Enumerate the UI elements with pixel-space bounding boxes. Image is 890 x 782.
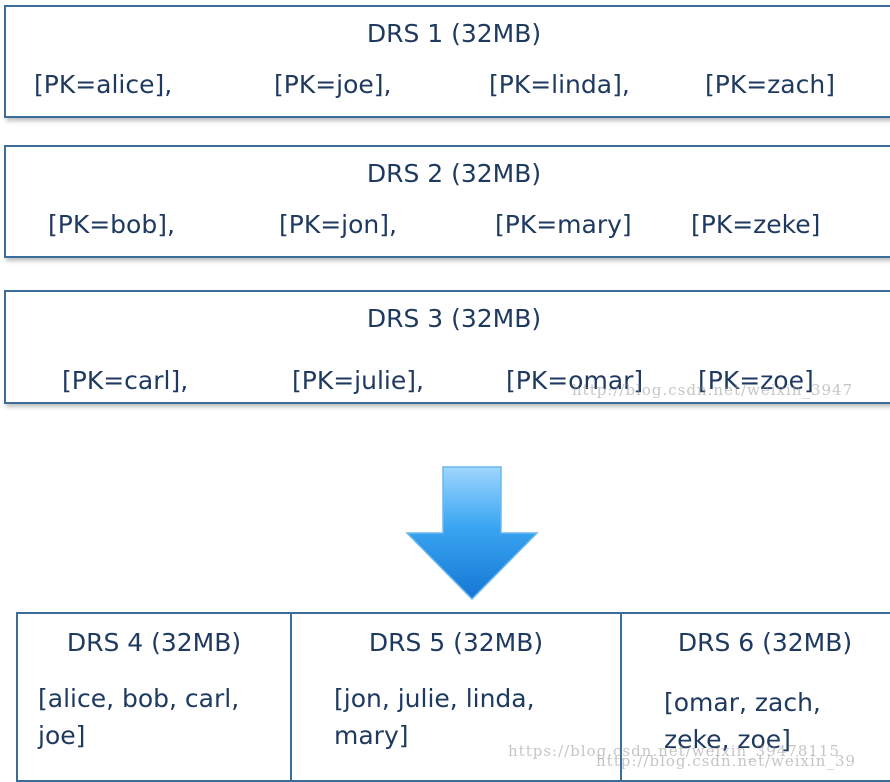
drs-box-2: DRS 2 (32MB) [PK=bob], [PK=jon], [PK=mar…	[4, 145, 890, 258]
pk-label: [PK=alice],	[34, 70, 173, 99]
pk-label: [PK=zoe]	[698, 366, 814, 395]
drs-contents: [alice, bob, carl, joe]	[38, 684, 240, 750]
pk-label: [PK=mary]	[495, 210, 632, 239]
drs-box-4: DRS 4 (32MB) [alice, bob, carl, joe]	[16, 612, 292, 782]
drs-title: DRS 4 (32MB)	[66, 628, 242, 657]
pk-label: [PK=zach]	[705, 70, 835, 99]
pk-label: [PK=linda],	[489, 70, 630, 99]
watermark: https://blog.csdn.net/weixin_39478115	[508, 742, 841, 760]
pk-label: [PK=joe],	[274, 70, 392, 99]
drs-title: DRS 5 (32MB)	[368, 628, 544, 657]
drs-title: DRS 2 (32MB)	[366, 159, 542, 188]
drs-title: DRS 6 (32MB)	[677, 628, 853, 657]
pk-label: [PK=omar]	[506, 366, 644, 395]
down-arrow-icon	[405, 466, 539, 601]
drs-contents: [omar, zach, zeke, zoe]	[664, 688, 821, 754]
watermark: http://blog.csdn.net/weixin_39	[596, 752, 857, 770]
drs-title: DRS 1 (32MB)	[366, 19, 542, 48]
drs-box-3: DRS 3 (32MB) [PK=carl], [PK=julie], [PK=…	[4, 290, 890, 404]
pk-label: [PK=julie],	[292, 366, 424, 395]
drs-box-6: DRS 6 (32MB) [omar, zach, zeke, zoe]	[620, 612, 890, 782]
pk-label: [PK=jon],	[279, 210, 397, 239]
pk-label: [PK=carl],	[62, 366, 189, 395]
drs-title: DRS 3 (32MB)	[366, 304, 542, 333]
pk-label: [PK=zeke]	[691, 210, 821, 239]
drs-contents: [jon, julie, linda, mary]	[334, 684, 535, 750]
drs-box-1: DRS 1 (32MB) [PK=alice], [PK=joe], [PK=l…	[4, 5, 890, 118]
watermark: http://blog.csdn.net/weixin_3947	[572, 381, 854, 399]
pk-label: [PK=bob],	[48, 210, 175, 239]
